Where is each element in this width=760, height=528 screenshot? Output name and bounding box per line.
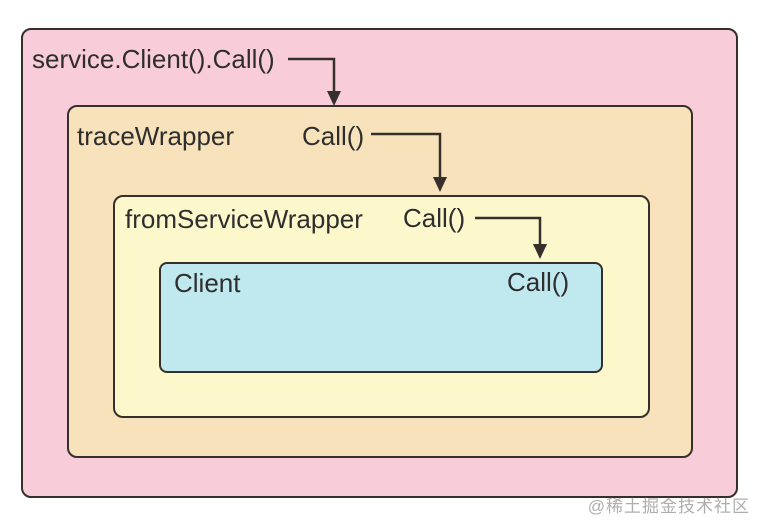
trace-wrapper-call-label: Call() — [302, 121, 365, 151]
entry-call-label: service.Client().Call() — [32, 44, 275, 74]
client-label: Client — [174, 268, 241, 298]
trace-wrapper-box: traceWrapper Call() fromServiceWrapper C… — [67, 105, 693, 458]
outer-call-box: service.Client().Call() traceWrapper Cal… — [21, 28, 738, 498]
client-call-label: Call() — [507, 267, 570, 297]
trace-wrapper-label: traceWrapper — [77, 121, 235, 151]
from-service-wrapper-box: fromServiceWrapper Call() Client Call() — [113, 195, 650, 418]
from-service-wrapper-call-label: Call() — [403, 203, 466, 233]
client-box: Client Call() — [159, 262, 603, 373]
from-service-wrapper-label: fromServiceWrapper — [125, 204, 363, 234]
watermark-text: @稀土掘金技术社区 — [587, 497, 750, 516]
